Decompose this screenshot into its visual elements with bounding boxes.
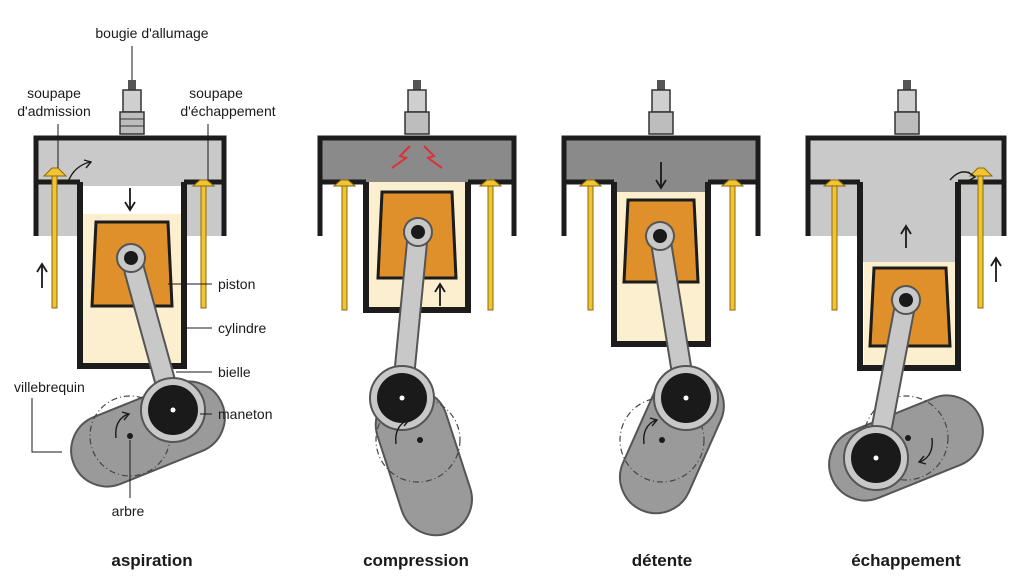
intake-valve bbox=[822, 179, 847, 311]
cylinder-head bbox=[805, 135, 1007, 236]
label-exhaust-valve-1: soupape bbox=[189, 85, 243, 101]
spark-plug bbox=[404, 80, 430, 135]
shaft-center bbox=[417, 437, 423, 443]
spark-plug bbox=[648, 80, 674, 135]
piston-up-arrow bbox=[434, 282, 446, 306]
rotation-arrow bbox=[395, 417, 411, 445]
piston-down-arrow bbox=[655, 162, 667, 190]
stage-compression: compression bbox=[317, 80, 517, 570]
cylinder-wall bbox=[857, 182, 961, 371]
exhaust-valve bbox=[478, 179, 503, 311]
cylinder-head bbox=[317, 135, 517, 236]
stage-detente: détente bbox=[561, 80, 761, 570]
label-piston: piston bbox=[218, 276, 255, 292]
shaft-center bbox=[905, 435, 911, 441]
cylinder-wall bbox=[77, 182, 187, 369]
spark-icon bbox=[391, 145, 443, 169]
exhaust-valve bbox=[191, 179, 216, 309]
combustion-chamber bbox=[320, 138, 514, 182]
rotation-arrow bbox=[115, 411, 131, 439]
stage-aspiration: bougie d'allumage soupape d'admission so… bbox=[14, 25, 276, 570]
connecting-rod bbox=[645, 221, 719, 431]
stage-label-compression: compression bbox=[363, 551, 469, 570]
exhaust-valve bbox=[720, 179, 745, 311]
piston-up-arrow bbox=[900, 224, 912, 248]
rotation-arrow bbox=[917, 437, 933, 465]
cylinder-head bbox=[561, 135, 761, 236]
leader-crankshaft bbox=[31, 398, 62, 453]
exhaust-valve bbox=[968, 167, 994, 309]
cylinder-head bbox=[33, 135, 227, 236]
connecting-rod bbox=[843, 285, 921, 491]
stage-echappement: échappement bbox=[805, 80, 1007, 570]
label-spark-plug: bougie d'allumage bbox=[95, 25, 208, 41]
piston-down-arrow bbox=[124, 188, 136, 212]
stage-label-echappement: échappement bbox=[851, 551, 961, 570]
cylinder-wall bbox=[611, 182, 711, 347]
label-intake-valve-2: d'admission bbox=[17, 103, 91, 119]
intake-valve bbox=[332, 179, 357, 311]
label-crankshaft: villebrequin bbox=[14, 379, 85, 395]
valve-down-arrow bbox=[36, 262, 48, 288]
intake-valve bbox=[578, 179, 603, 311]
exhaust-flow-arrow bbox=[949, 171, 977, 182]
valve-up-arrow bbox=[990, 256, 1002, 282]
stage-label-detente: détente bbox=[632, 551, 692, 570]
connecting-rod bbox=[369, 217, 435, 431]
label-shaft: arbre bbox=[112, 503, 145, 519]
shaft-center bbox=[127, 433, 133, 439]
intake-flow-arrow bbox=[67, 159, 93, 183]
shaft-center bbox=[659, 437, 665, 443]
connecting-rod bbox=[116, 243, 206, 443]
intake-valve bbox=[42, 167, 68, 309]
label-conrod: bielle bbox=[218, 364, 251, 380]
label-intake-valve-1: soupape bbox=[27, 85, 81, 101]
combustion-chamber bbox=[36, 138, 224, 236]
spark-plug bbox=[119, 80, 145, 135]
rotation-arrow bbox=[643, 417, 659, 445]
spark-plug bbox=[894, 80, 920, 135]
label-crankpin: maneton bbox=[218, 406, 272, 422]
label-exhaust-valve-2: d'échappement bbox=[180, 103, 275, 119]
stage-label-aspiration: aspiration bbox=[111, 551, 192, 570]
label-cylinder: cylindre bbox=[218, 320, 266, 336]
